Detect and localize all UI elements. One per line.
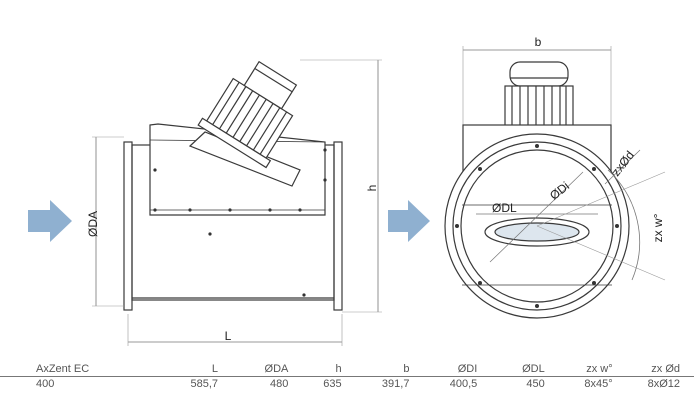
cell-di: 400,5 bbox=[449, 378, 478, 390]
technical-drawing: ØDA h L bbox=[28, 35, 666, 346]
motor bbox=[197, 60, 298, 169]
label-b: b bbox=[535, 35, 542, 49]
flange-bolts bbox=[455, 144, 619, 308]
col-da: ØDA bbox=[218, 362, 289, 377]
front-view bbox=[388, 46, 666, 319]
col-di: ØDI bbox=[409, 362, 478, 377]
label-da: ØDA bbox=[86, 211, 100, 237]
col-model: AxZent EC bbox=[0, 362, 124, 377]
motor-top bbox=[509, 61, 569, 87]
col-zxd: zx Ød bbox=[612, 362, 694, 377]
cell-model: 400 bbox=[36, 378, 55, 390]
label-zxd: zxØd bbox=[609, 148, 637, 179]
table-row: 400 585,7 480 635 391,7 400,5 450 8x45° … bbox=[0, 377, 694, 392]
cell-zxd: 8xØ12 bbox=[647, 378, 680, 390]
side-bolts bbox=[153, 148, 327, 297]
spec-table: AxZent EC L ØDA h b ØDI ØDL zx w° zx Ød … bbox=[0, 362, 694, 391]
label-zxw: zx w° bbox=[651, 213, 665, 242]
outlet-flange bbox=[333, 141, 343, 311]
col-h: h bbox=[288, 362, 342, 377]
airflow-arrow-left bbox=[28, 200, 72, 242]
col-l: L bbox=[123, 362, 219, 377]
cell-zxw: 8x45° bbox=[584, 378, 613, 390]
cell-h: 635 bbox=[323, 378, 342, 390]
cell-dl: 450 bbox=[526, 378, 545, 390]
inner-bore bbox=[460, 149, 614, 303]
inlet-flange bbox=[123, 141, 133, 311]
motor-mount-plate bbox=[188, 131, 301, 187]
col-zxw: zx w° bbox=[544, 362, 613, 377]
airflow-arrow-right bbox=[388, 200, 430, 242]
side-view bbox=[28, 59, 382, 346]
col-b: b bbox=[341, 362, 410, 377]
cell-da: 480 bbox=[270, 378, 289, 390]
label-dl: ØDL bbox=[492, 201, 517, 215]
label-l: L bbox=[225, 329, 232, 343]
label-h: h bbox=[365, 185, 379, 192]
col-dl: ØDL bbox=[477, 362, 545, 377]
cell-l: 585,7 bbox=[190, 378, 219, 390]
cell-b: 391,7 bbox=[381, 378, 410, 390]
spec-table-header: AxZent EC L ØDA h b ØDI ØDL zx w° zx Ød bbox=[0, 362, 694, 377]
